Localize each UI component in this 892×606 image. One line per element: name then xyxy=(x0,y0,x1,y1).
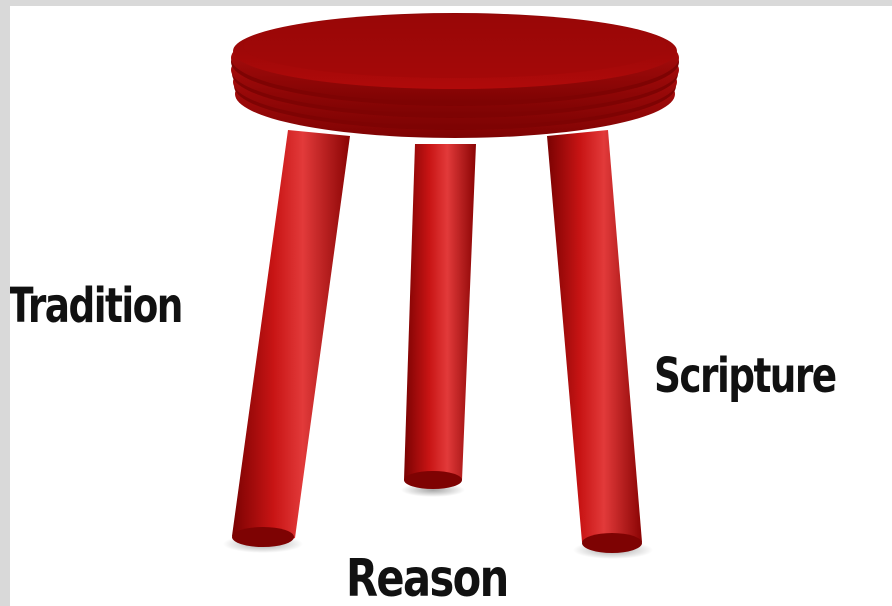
stool-seat xyxy=(231,13,679,138)
image-panel: Tradition Scripture Reason xyxy=(10,6,892,606)
right-leg xyxy=(547,130,642,553)
left-leg xyxy=(232,130,350,547)
back-leg xyxy=(404,144,476,489)
label-tradition: Tradition xyxy=(10,282,182,330)
label-scripture: Scripture xyxy=(654,352,836,400)
label-reason: Reason xyxy=(346,553,508,605)
